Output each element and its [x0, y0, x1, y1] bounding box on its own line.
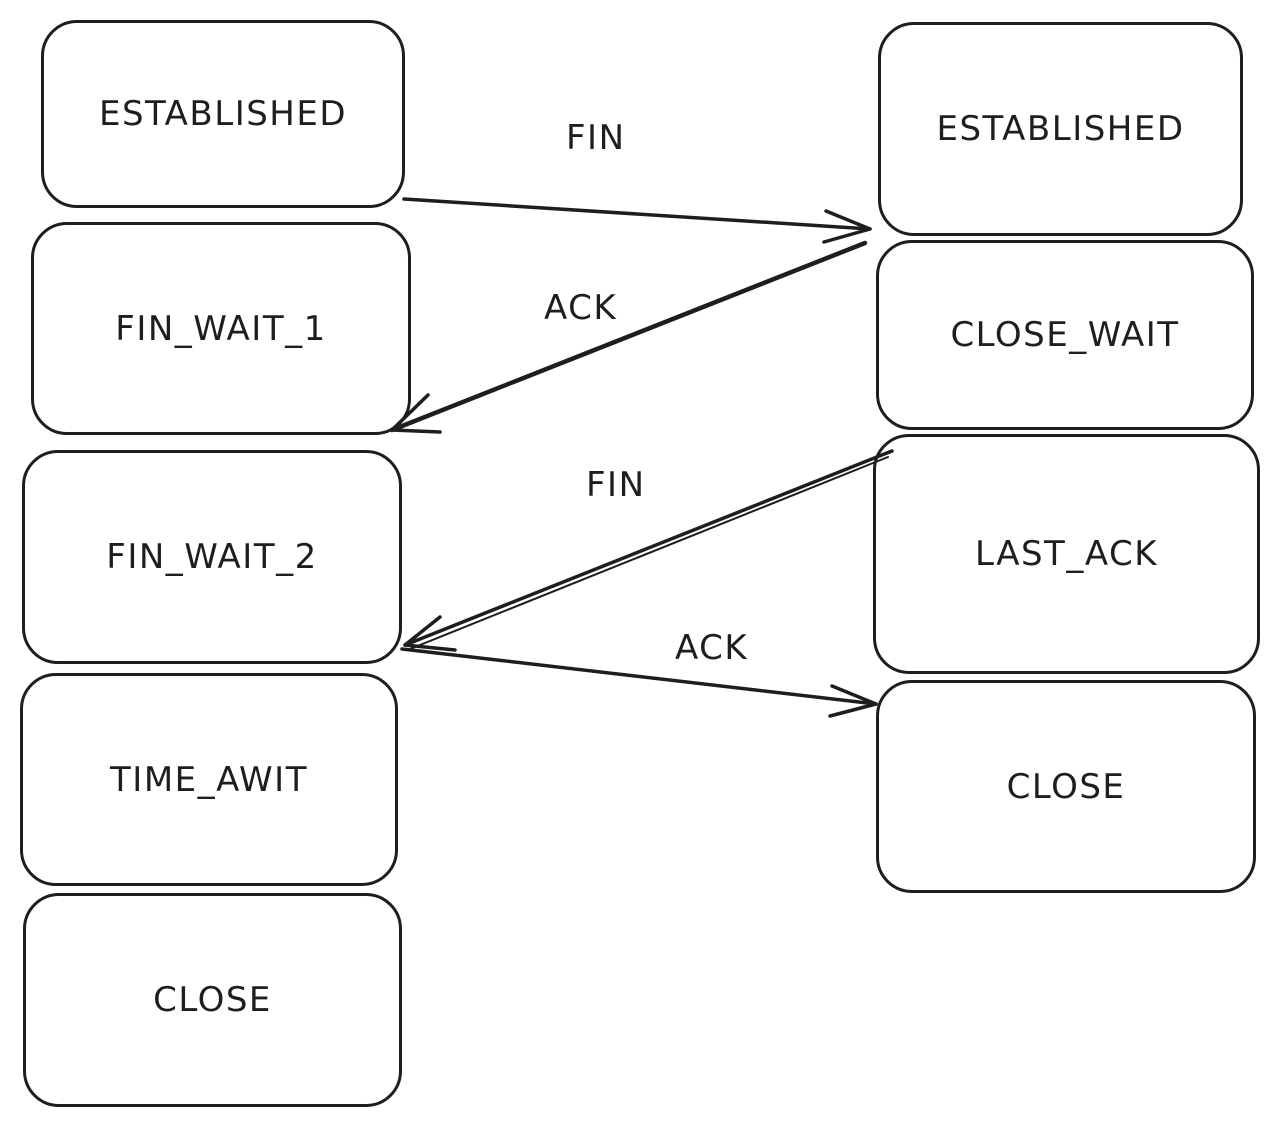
state-label: FIN_WAIT_1 — [115, 308, 327, 349]
message-label-ack-2: ACK — [675, 628, 749, 668]
server-state-last-ack: LAST_ACK — [873, 434, 1260, 674]
message-label-fin-2: FIN — [586, 465, 646, 505]
server-state-close: CLOSE — [876, 680, 1256, 893]
message-label-ack-1: ACK — [544, 288, 618, 328]
arrow-ack-1 — [389, 240, 868, 434]
state-label: ESTABLISHED — [936, 109, 1185, 149]
client-state-fin-wait-1: FIN_WAIT_1 — [31, 222, 411, 435]
state-label: FIN_WAIT_2 — [106, 537, 318, 577]
arrow-fin-2 — [403, 449, 894, 652]
server-state-established: ESTABLISHED — [878, 22, 1243, 236]
client-state-time-wait: TIME_AWIT — [20, 673, 398, 886]
state-label: CLOSE — [1006, 766, 1126, 807]
client-state-close: CLOSE — [23, 893, 402, 1107]
message-label-fin-1: FIN — [566, 118, 626, 158]
client-state-established: ESTABLISHED — [41, 20, 405, 208]
state-label: LAST_ACK — [974, 534, 1159, 574]
state-label: CLOSE_WAIT — [950, 315, 1180, 355]
state-label: CLOSE — [153, 980, 272, 1020]
arrow-fin-1 — [402, 197, 872, 244]
client-state-fin-wait-2: FIN_WAIT_2 — [22, 450, 402, 664]
state-label: ESTABLISHED — [98, 94, 348, 134]
state-label: TIME_AWIT — [110, 759, 308, 800]
server-state-close-wait: CLOSE_WAIT — [876, 240, 1254, 430]
arrow-ack-2 — [400, 647, 878, 718]
